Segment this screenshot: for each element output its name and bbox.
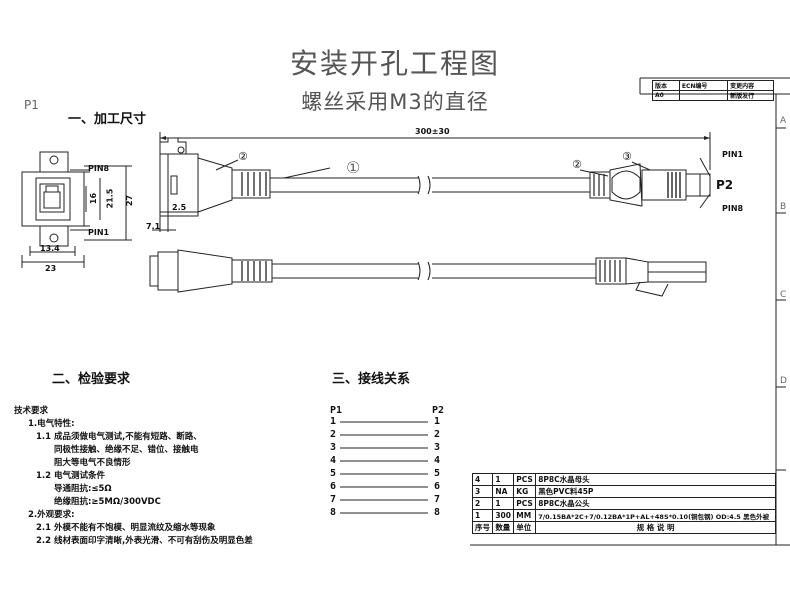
bom-cell: 黑色PVC料45P [535,485,776,498]
border-letter: C [780,290,787,300]
revision-cell: 变更内容 [727,80,774,91]
wiring-p2-header: P2 [432,405,445,416]
dim-height-27: 27 [125,194,135,207]
tech-line-7: 绝缘阻抗:≥5MΩ/300VDC [54,497,161,507]
dim-length: 300±30 [415,127,450,136]
wiring-p1-pin: 8 [330,507,337,518]
table-row: 1 300 MM 7/0.15BA*2C+7/0.12BA*1P+AL+48S*… [471,509,776,522]
dim-7-1: 7.1 [146,222,161,231]
section-dims-heading: 一、加工尺寸 [68,112,147,127]
pin8-right-label: PIN8 [722,204,744,213]
wiring-p1-pin: 5 [330,468,337,479]
pin1-left-label: PIN1 [88,228,110,237]
tech-line-10: 2.2 线材表面印字清晰,外表光滑、不可有刮伤及明显色差 [36,536,253,546]
tech-line-4: 阻大等电气不良情形 [54,458,131,468]
bom-cell: 2 [471,497,494,510]
wiring-p2-pin: 5 [434,468,441,479]
wiring-p2-pin: 8 [434,507,441,518]
bom-cell: 3 [471,485,494,498]
tech-line-3: 同极性接触、绝缘不足、错位、接触电 [54,445,199,455]
tech-line-2: 1.1 成品须做电气测试,不能有短路、断路、 [36,432,202,442]
callout-1: ① [346,158,361,177]
bom-cell: 1 [492,497,515,510]
bom-cell: 8P8C水晶母头 [535,473,776,486]
wiring-p1-pin: 3 [330,442,337,453]
tech-line-9: 2.1 外模不能有不饱模、明显流纹及缩水等现象 [36,523,216,533]
tech-line-5: 1.2 电气测试条件 [36,471,106,481]
wiring-p2-pin: 3 [434,442,441,453]
page-title: 安装开孔工程图 [289,47,500,80]
bom-cell: KG [513,485,537,498]
wiring-p1-pin: 1 [330,416,337,427]
wiring-p1-header: P1 [330,405,343,416]
tech-line-8: 2.外观要求: [28,510,75,520]
revision-table: 版本 ECN编号 变更内容 A0 新版发行 [652,80,774,101]
revision-cell: A0 [652,90,680,101]
table-row: 序号 数量 单位 规 格 说 明 [471,521,776,534]
dim-width-13-4: 13.4 [40,244,60,253]
p2-right-label: P2 [716,178,734,192]
dim-height-21-5: 21.5 [105,188,115,209]
table-row: 3 NA KG 黑色PVC料45P [471,485,776,498]
wiring-p2-pin: 7 [434,494,441,505]
callout-3: ③ [622,150,632,163]
tech-heading: 技术要求 [14,406,49,416]
dim-2-5: 2.5 [172,203,187,212]
section-inspect-heading: 二、检验要求 [52,372,131,387]
revision-cell: 新版发行 [727,90,774,101]
tech-line-1: 1.电气特性: [28,419,75,429]
revision-cell: 版本 [652,80,680,91]
pin1-right-label: PIN1 [722,150,744,159]
bom-header-cell: 序号 [471,521,494,534]
callout-2-right: ② [572,158,582,171]
bom-cell: 300 [492,509,515,522]
bom-header-cell: 规 格 说 明 [535,521,776,534]
wiring-p1-pin: 2 [330,429,337,440]
bom-cell: MM [513,509,537,522]
bom-header-cell: 单位 [513,521,537,534]
border-letter: A [780,116,787,126]
revision-cell [678,90,729,101]
wiring-p1-pin: 7 [330,494,337,505]
page-subtitle: 螺丝采用M3的直径 [301,90,489,114]
revision-cell: ECN编号 [678,80,729,91]
section-wiring-heading: 三、接线关系 [332,372,411,387]
tech-line-6: 导通阻抗:≤5Ω [54,484,112,494]
border-letter: D [780,376,787,386]
wiring-p1-pin: 6 [330,481,337,492]
pin8-left-label: PIN8 [88,164,110,173]
page-label: P1 [24,98,39,112]
wiring-p2-pin: 6 [434,481,441,492]
bom-cell: PCS [513,497,537,510]
callout-2-left: ② [238,150,248,163]
border-letter: B [780,202,787,212]
bom-cell: 8P8C水晶公头 [535,497,776,510]
wiring-p2-pin: 4 [434,455,441,466]
bom-cell: NA [492,485,515,498]
bom-table: 4 1 PCS 8P8C水晶母头 3 NA KG 黑色PVC料45P 2 1 P… [471,473,776,534]
bom-cell: PCS [513,473,537,486]
bom-cell: 7/0.15BA*2C+7/0.12BA*1P+AL+48S*0.10(铜包钢)… [535,509,776,522]
bom-header-cell: 数量 [492,521,515,534]
table-row: 4 1 PCS 8P8C水晶母头 [471,473,776,486]
bom-cell: 4 [471,473,494,486]
bom-cell: 1 [471,509,494,522]
bom-cell: 1 [492,473,515,486]
table-row: 版本 ECN编号 变更内容 [652,80,774,91]
dim-width-23: 23 [45,264,57,273]
wiring-p1-pin: 4 [330,455,337,466]
wiring-p2-pin: 1 [434,416,441,427]
table-row: 2 1 PCS 8P8C水晶公头 [471,497,776,510]
dim-height-16: 16 [89,192,99,205]
table-row: A0 新版发行 [652,90,774,101]
wiring-p2-pin: 2 [434,429,441,440]
